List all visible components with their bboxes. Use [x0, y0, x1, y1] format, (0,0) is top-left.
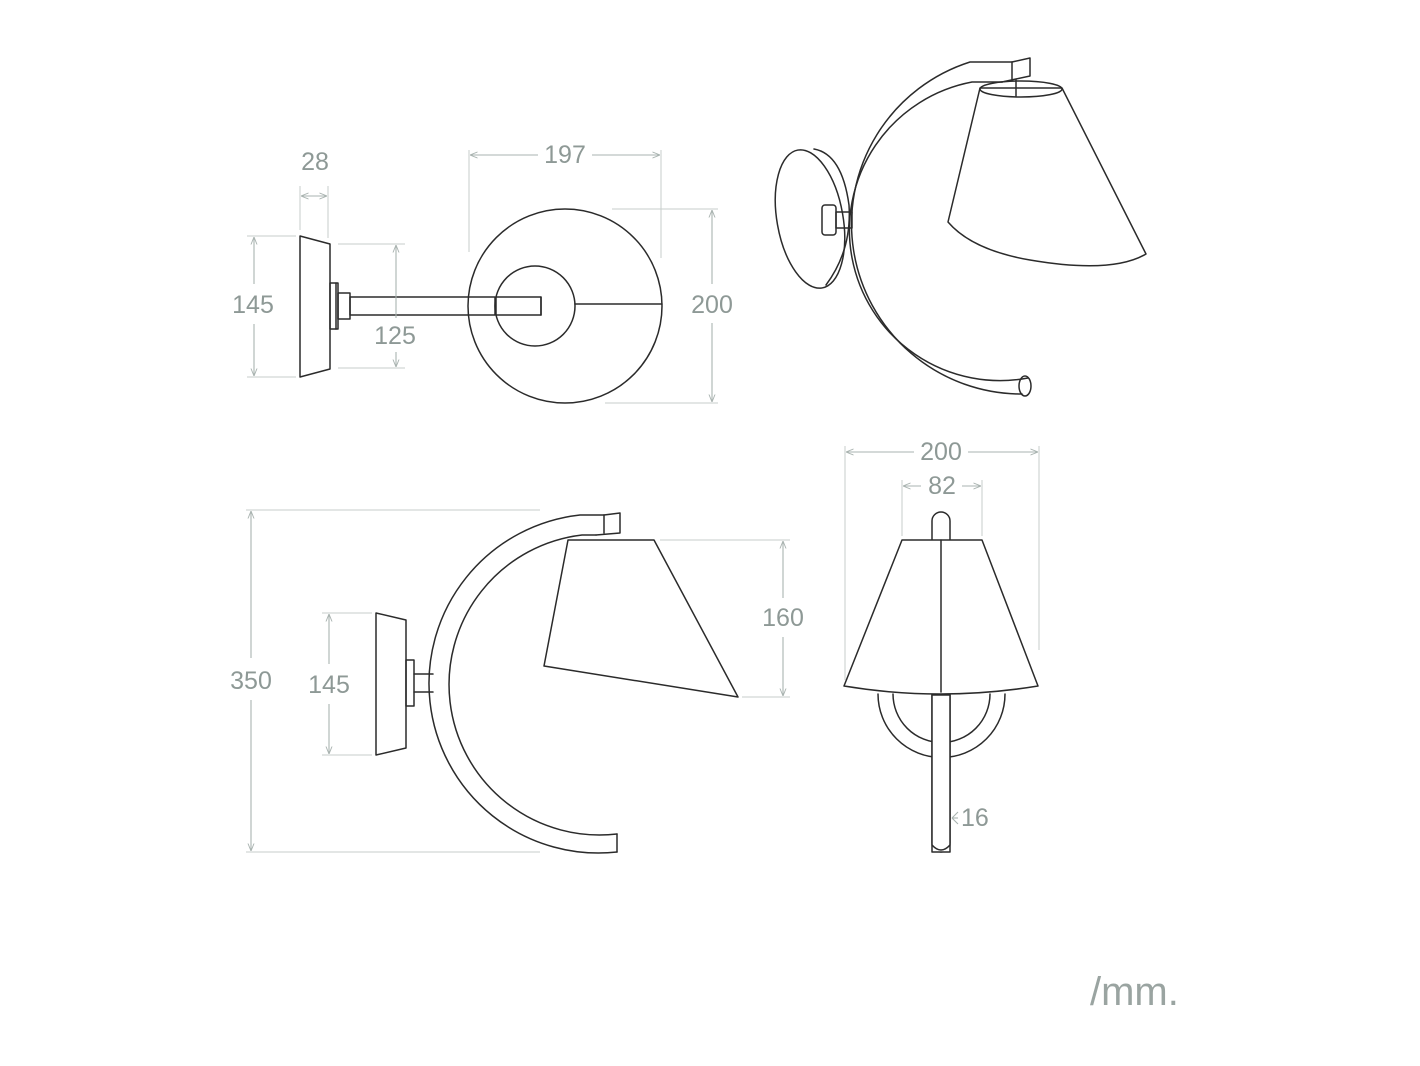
total-height-dimension: 350 [230, 509, 540, 853]
side-height-label: 145 [232, 291, 274, 319]
depth-dimension: 28 [299, 148, 329, 238]
shade-height-label: 160 [762, 604, 804, 632]
backplate-label: 145 [308, 671, 350, 699]
projection-dimension: 197 [468, 141, 662, 258]
back-view [843, 511, 1039, 853]
side-height-dimension: 145 [232, 235, 296, 378]
shade-top-label: 82 [928, 472, 956, 500]
diameter-dimension: 200 [605, 208, 733, 404]
depth-label: 28 [301, 148, 329, 176]
diameter-label: 200 [691, 291, 733, 319]
elevation-view [375, 512, 739, 854]
backplate-dimension: 145 [308, 612, 372, 756]
shade-height-dimension: 160 [660, 539, 804, 698]
front-view [467, 208, 663, 404]
back-width-label: 200 [920, 438, 962, 466]
arm-label: 125 [374, 322, 416, 350]
side-view [299, 235, 496, 378]
total-height-label: 350 [230, 667, 272, 695]
rod-dimension: 16 [951, 804, 989, 832]
projection-label: 197 [544, 141, 586, 169]
back-width-dimension: 200 [844, 438, 1040, 680]
unit-label: /mm. [1090, 970, 1179, 1014]
rod-label: 16 [961, 804, 989, 832]
arm-dimension: 125 [338, 243, 416, 369]
perspective-view [774, 57, 1147, 397]
shade-top-dimension: 82 [901, 472, 983, 536]
